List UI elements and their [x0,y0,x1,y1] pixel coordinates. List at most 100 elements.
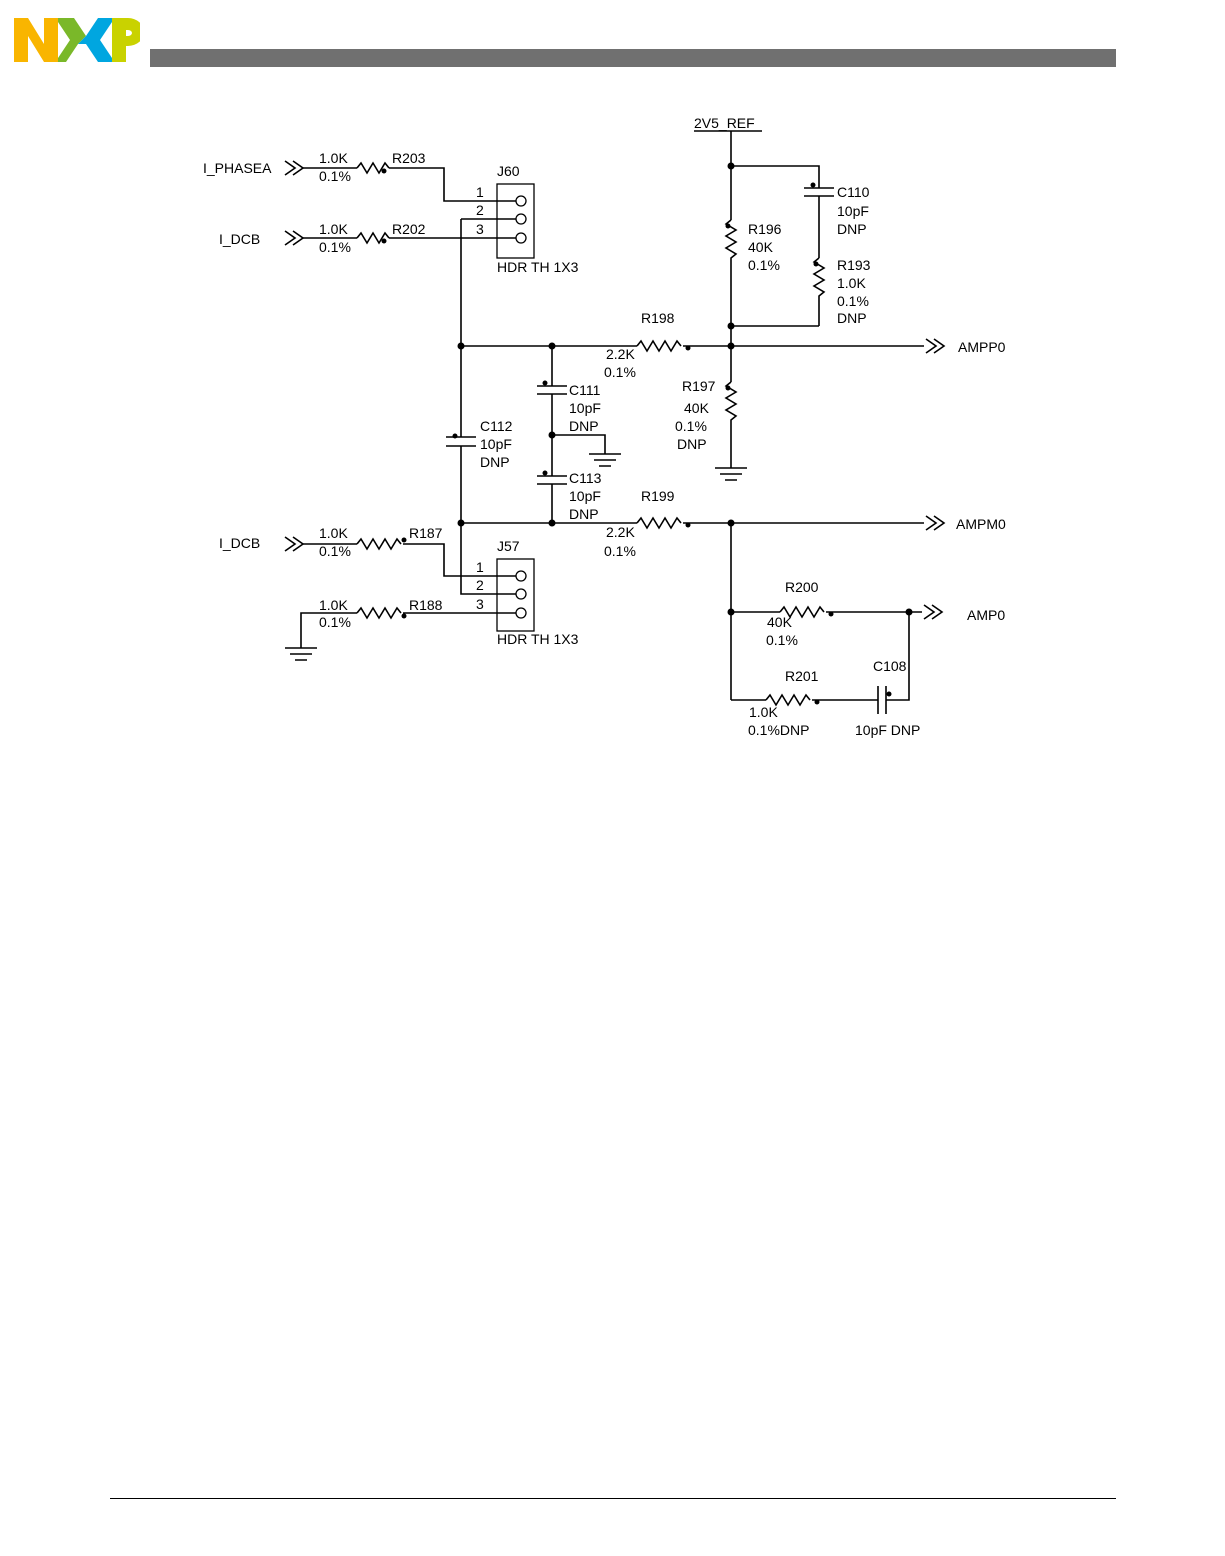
j60-pin3-label: 3 [476,221,484,237]
junction-461-346 [457,342,465,350]
wire-c108-amp0 [886,612,910,701]
ref-c110: C110 [837,184,870,200]
port-arrow-i-dcb-top [284,230,305,246]
resistor-r197 [724,381,738,468]
j57-pin2 [515,588,527,600]
type-j60: HDR TH 1X3 [497,259,579,275]
port-arrow-ampm0 [925,515,946,531]
wire-mid-ground [552,434,606,454]
j60-pin-leads [461,200,516,239]
value-dnp-c108: 10pF DNP [855,722,920,738]
tol-r203: 0.1% [319,168,351,184]
capacitor-c112-plates [446,436,476,447]
dnp-r193: DNP [837,310,867,326]
value-r201: 1.0K [749,704,778,720]
tol-r193: 0.1% [837,293,869,309]
tol-r202: 0.1% [319,239,351,255]
resistor-r187 [356,537,402,551]
pin1-dot-r197 [725,385,731,391]
pin1-dot-r203 [381,168,387,174]
value-r200: 40K [767,614,793,630]
resistor-r199 [636,516,682,530]
nxp-logo [14,18,140,62]
connector-j57-body [496,558,535,632]
dnp-c113: DNP [569,506,599,522]
pin1-dot-r193 [813,261,819,267]
ref-r201: R201 [785,668,819,684]
resistor-r200 [779,605,825,619]
signal-i-dcb-bottom: I_DCB [219,535,260,551]
ref-r193: R193 [837,257,871,273]
connector-j60-body [496,183,535,259]
j57-pin3-label: 3 [476,596,484,612]
logo-x-right [78,18,112,62]
tol-r198: 0.1% [604,364,636,380]
ref-r187: R187 [409,525,443,541]
port-arrow-i-phasea [284,160,305,176]
resistor-r196 [724,219,738,286]
j60-pin2-label: 2 [476,202,484,218]
pin1-dot-r196 [725,223,731,229]
value-r187: 1.0K [319,525,348,541]
ref-r202: R202 [392,221,426,237]
value-c110: 10pF [837,203,869,219]
pin1-dot-r187 [401,537,407,543]
wire-r188-ground [300,612,357,648]
j57-pin-leads [460,575,516,614]
pin1-dot-r202 [381,238,387,244]
ref-c113: C113 [569,470,602,486]
wire-r203-j60 [389,167,509,202]
signal-amp0: AMP0 [967,607,1005,623]
ground-mid [589,453,621,467]
port-arrow-i-dcb-bottom [284,536,305,552]
ref-c111: C111 [569,382,601,398]
ref-j57: J57 [497,538,520,554]
footer-rule [110,1498,1116,1499]
j60-pin1 [515,195,527,207]
signal-2v5-ref: 2V5_REF [694,115,755,131]
value-c112: 10pF [480,436,512,452]
j57-pin2-label: 2 [476,577,484,593]
value-r199: 2.2K [606,524,635,540]
ref-r196: R196 [748,221,782,237]
j60-pin1-label: 1 [476,184,484,200]
ref-r200: R200 [785,579,819,595]
capacitor-c111-plates [537,385,567,395]
capacitor-c113-plates [537,475,567,485]
value-r203: 1.0K [319,150,348,166]
value-r193: 1.0K [837,275,866,291]
junction-552-523 [548,519,556,527]
ref-r199: R199 [641,488,675,504]
dnp-r197: DNP [677,436,707,452]
ground-r197 [715,467,747,481]
resistor-r203 [356,161,390,175]
logo-x-left [58,18,86,62]
type-j57: HDR TH 1X3 [497,631,579,647]
ref-r188: R188 [409,597,443,613]
signal-i-dcb-top: I_DCB [219,231,260,247]
pin1-dot-c112 [452,433,458,439]
signal-i-phasea: I_PHASEA [203,160,272,176]
port-arrow-ampp0 [925,338,946,354]
j57-pin1 [515,570,527,582]
ref-j60: J60 [497,163,520,179]
capacitor-c108-plates [877,686,887,714]
tol-r196: 0.1% [748,257,780,273]
value-c113: 10pF [569,488,601,504]
port-arrow-amp0 [923,604,944,620]
junction-461-523 [457,519,465,527]
tol-dnp-r201: 0.1%DNP [748,722,809,738]
ground-r188 [285,647,317,661]
logo-p [112,18,140,62]
j57-pin1-label: 1 [476,559,484,575]
resistor-r202 [356,231,390,245]
value-c111: 10pF [569,400,601,416]
value-r196: 40K [748,239,774,255]
j60-pin2 [515,213,527,225]
ref-c112: C112 [480,418,513,434]
pin1-dot-r188 [401,613,407,619]
value-r202: 1.0K [319,221,348,237]
resistor-r188 [356,606,402,620]
j57-pin3 [515,607,527,619]
signal-ampm0: AMPM0 [956,516,1006,532]
